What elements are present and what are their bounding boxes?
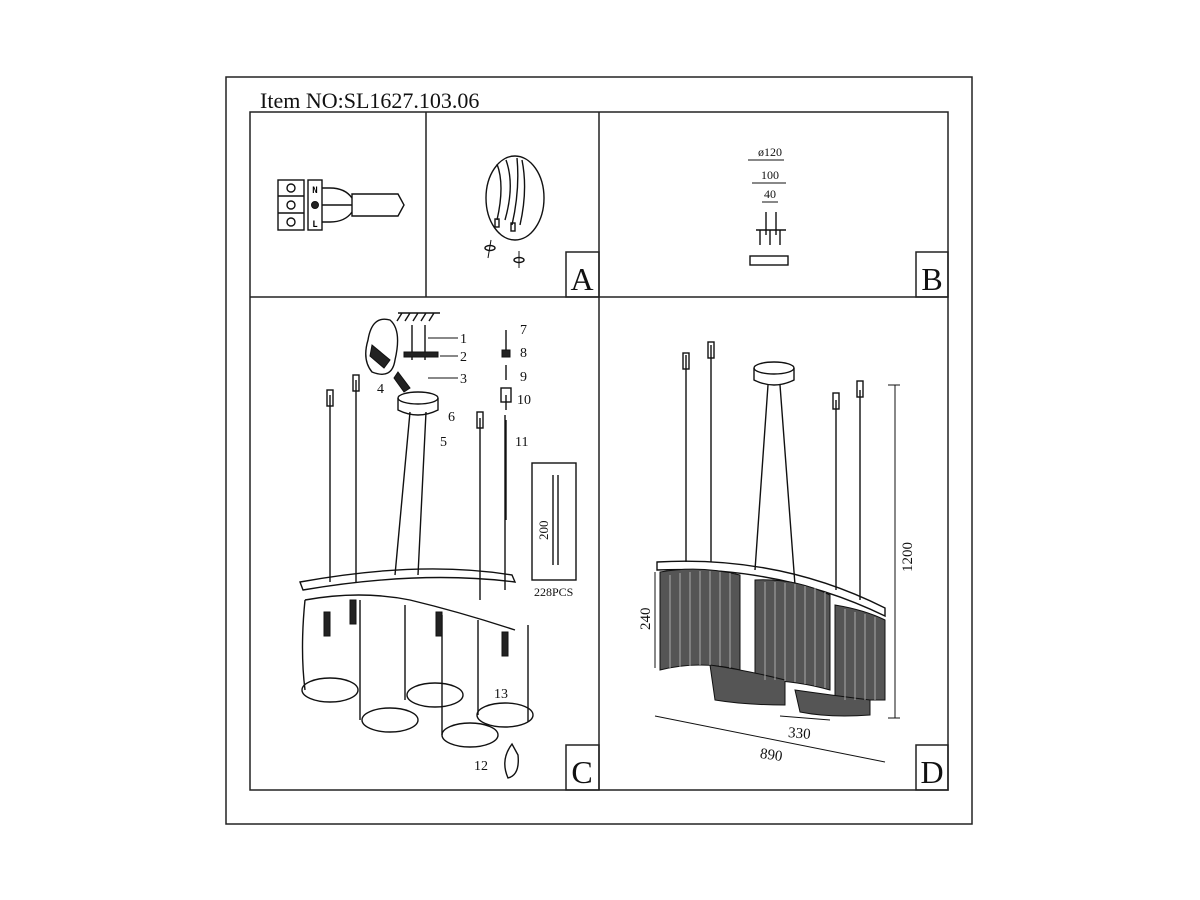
crystal-rod-callout: 200 228PCS [531, 462, 577, 599]
svg-text:11: 11 [515, 435, 528, 450]
svg-text:9: 9 [520, 370, 527, 385]
svg-text:D: D [920, 754, 943, 790]
wire-connection-detail-icon [484, 155, 545, 268]
panel-label-a: A [565, 251, 600, 298]
svg-text:1: 1 [460, 332, 467, 347]
svg-text:6: 6 [448, 410, 455, 425]
svg-text:4: 4 [377, 382, 384, 397]
svg-text:2: 2 [460, 350, 467, 365]
assembled-dimension-drawing: 1200 240 330 890 [638, 341, 916, 765]
panel-label-c: C [565, 744, 600, 791]
svg-text:5: 5 [440, 435, 447, 450]
svg-text:100: 100 [761, 168, 779, 182]
svg-text:10: 10 [517, 393, 531, 408]
svg-text:7: 7 [520, 323, 527, 338]
svg-text:1200: 1200 [900, 542, 916, 572]
svg-text:13: 13 [494, 687, 508, 702]
svg-text:A: A [570, 261, 593, 297]
svg-text:B: B [921, 261, 942, 297]
svg-text:40: 40 [764, 187, 776, 201]
svg-text:12: 12 [474, 759, 488, 774]
svg-text:N: N [312, 186, 317, 196]
svg-text:C: C [571, 754, 592, 790]
canopy-dimension-drawing: ø120 100 40 [748, 145, 789, 266]
svg-text:200: 200 [536, 521, 551, 541]
panel-label-d: D [915, 744, 949, 791]
svg-text:228PCS: 228PCS [534, 585, 573, 599]
item-number-title: Item NO:SL1627.103.06 [260, 88, 479, 113]
terminal-block-icon: N L [277, 179, 405, 231]
svg-text:ø120: ø120 [758, 145, 782, 159]
svg-text:330: 330 [787, 725, 811, 743]
svg-text:240: 240 [638, 608, 654, 631]
outer-frame [225, 76, 973, 825]
svg-text:8: 8 [520, 346, 527, 361]
svg-text:890: 890 [759, 746, 784, 765]
panel-label-b: B [915, 251, 949, 298]
svg-text:L: L [312, 220, 318, 230]
exploded-assembly-drawing: 1 2 3 4 5 6 7 8 9 10 11 12 13 200 228PCS [299, 312, 577, 779]
svg-text:3: 3 [460, 372, 467, 387]
